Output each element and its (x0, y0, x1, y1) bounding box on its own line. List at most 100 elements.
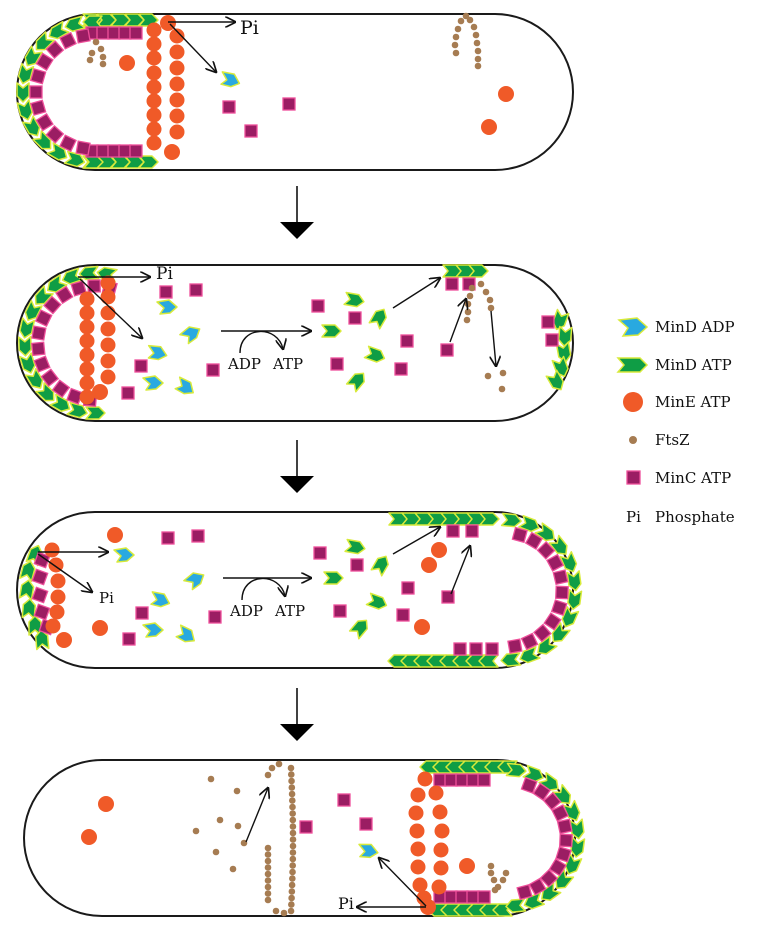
ftsz-particle (482, 288, 490, 296)
panel-3: Pi ADP ATP (16, 511, 583, 669)
mine-particle (408, 805, 424, 821)
minc-particle (118, 26, 132, 40)
mind-atp-particle (35, 382, 55, 402)
mine-particle (79, 375, 95, 391)
mind-atp-particle (18, 579, 35, 601)
pi-symbol: Pi (626, 508, 641, 526)
minc-particle (477, 773, 491, 787)
minc-particle (520, 776, 538, 794)
mine-particle (432, 804, 448, 820)
minc-particle (444, 890, 458, 904)
ftsz-particle (287, 907, 295, 915)
arrow-to-pole (392, 278, 440, 309)
mind-atp-particle (138, 155, 159, 169)
legend-item-ftsz: FtsZ (629, 431, 690, 449)
mine-particle (459, 858, 475, 874)
minc-particle (552, 569, 569, 586)
minc-particle (40, 368, 60, 388)
legend-item-mine: MinE ATP (623, 392, 731, 412)
ftsz-particle (289, 823, 297, 830)
mine-particle (107, 527, 123, 543)
mind-atp-particle (19, 317, 36, 339)
minc-particle (107, 144, 121, 158)
pi-label: Pi (156, 264, 173, 284)
minc-particle (35, 113, 54, 132)
ftsz-particle (499, 369, 507, 377)
arrow-to-pi (37, 553, 92, 592)
atp-label: ATP (274, 602, 305, 620)
ftsz-particle (484, 372, 492, 380)
ftsz-particle (264, 896, 272, 904)
ftsz-particle (462, 12, 470, 20)
minc-particle (134, 359, 148, 373)
ftsz-particle (229, 865, 237, 873)
mind-atp-particle (370, 555, 389, 577)
ftsz-particle (477, 280, 485, 288)
ftsz-particle (464, 308, 472, 316)
mine-particle (164, 144, 180, 160)
minc-particle (135, 606, 149, 620)
mind-atp-particle (344, 538, 366, 555)
minc-particle (337, 793, 351, 807)
mine-particle (79, 333, 95, 349)
panel-4: Pi (23, 759, 586, 917)
minc-particle (469, 642, 483, 656)
ftsz-particle (272, 907, 280, 915)
ftsz-particle (264, 771, 272, 779)
ftsz-particle (99, 60, 107, 68)
step-arrow-3 (280, 688, 314, 741)
mind-atp-particle (85, 406, 106, 420)
minc-particle (550, 599, 568, 616)
minc-particle (59, 31, 77, 50)
minc-particle (189, 283, 203, 297)
arrow-minc-to-pole (450, 546, 470, 595)
minc-particle (333, 604, 347, 618)
mine-particle (428, 785, 444, 801)
mine-particle (146, 93, 162, 109)
mine-particle (434, 823, 450, 839)
minc-particle (51, 379, 71, 399)
ftsz-particle (457, 17, 465, 25)
mind-atp-particle (567, 588, 583, 611)
ftsz-particle (490, 876, 498, 884)
pi-symbol-text: Pi (626, 508, 641, 526)
mine-particle (146, 135, 162, 151)
minc-particle (548, 858, 567, 877)
mind-atp-particle (34, 285, 54, 305)
ftsz-particle (454, 25, 462, 33)
minc-particle (559, 833, 573, 848)
minc-particle (446, 524, 460, 538)
minc-particle (528, 877, 547, 896)
arrow-to-mind-adp (379, 858, 427, 907)
mine-particle (169, 108, 185, 124)
mine-particle (412, 877, 428, 893)
ftsz-particle (289, 855, 297, 863)
minc-particle (507, 638, 523, 654)
panel-1: Pi (16, 12, 574, 171)
ftsz-particle (275, 760, 283, 768)
mine-particle (100, 275, 116, 291)
mind-atp-particle (46, 142, 68, 161)
minc-particle (546, 553, 565, 572)
mind-atp-particle (24, 45, 43, 67)
minc-particle (299, 820, 313, 834)
mind-atp-particle (49, 393, 71, 413)
mind-atp-particle (35, 31, 55, 51)
mine-particle (100, 289, 116, 305)
ftsz-particle (289, 842, 297, 850)
ftsz-particle (192, 827, 200, 835)
minc-particle (465, 524, 479, 538)
minc-particle (129, 26, 143, 40)
mine-particle (410, 859, 426, 875)
ftsz-particle (498, 385, 506, 393)
mine-particle (481, 119, 497, 135)
ftsz-particle (470, 23, 478, 31)
minc-particle (31, 325, 47, 341)
adp-atp-curve (241, 577, 285, 601)
mind-atp-particle (478, 654, 499, 668)
mind-atp-particle (46, 274, 68, 293)
legend-label: MinC ATP (655, 469, 731, 487)
minc-particle (539, 868, 559, 888)
mind-atp-particle (561, 606, 580, 628)
arrow-to-mind-adp (79, 278, 142, 338)
